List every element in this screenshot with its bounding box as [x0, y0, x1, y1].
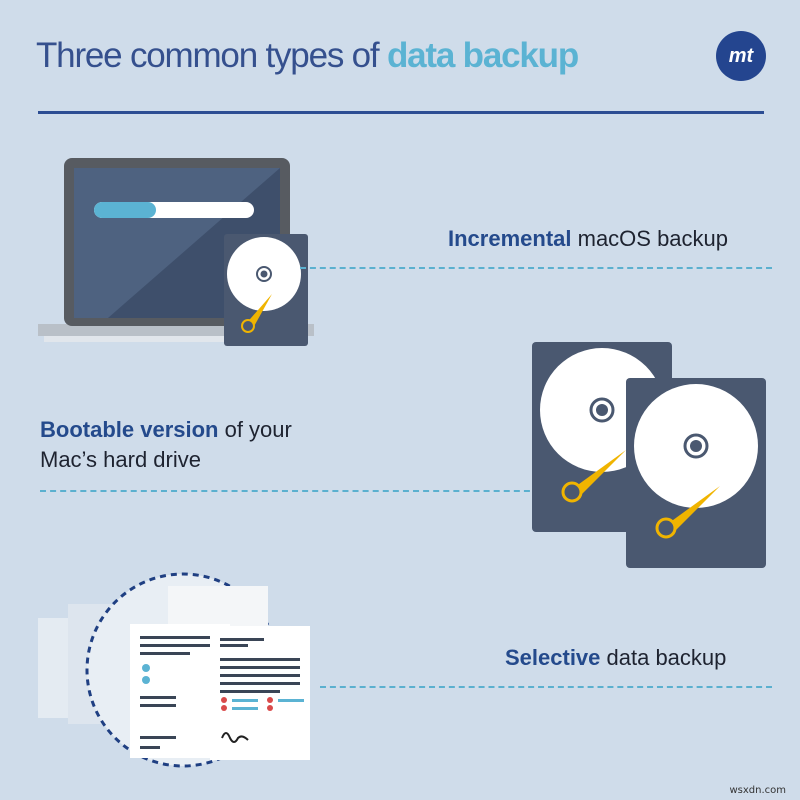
documents-illustration — [38, 572, 310, 768]
page-title: Three common types of data backup — [36, 36, 579, 75]
watermark: wsxdn.com — [729, 785, 786, 796]
item-incremental-label: Incremental macOS backup — [448, 226, 729, 251]
connector-line — [40, 490, 540, 492]
connector-line — [320, 686, 772, 688]
laptop-with-hard-drive-illustration — [38, 158, 314, 346]
title-divider — [38, 111, 764, 114]
connector-line — [300, 267, 772, 269]
hard-drive-icon — [224, 234, 308, 346]
brand-logo: mt — [716, 31, 766, 81]
hard-drive-icon — [626, 378, 766, 568]
two-hard-drives-illustration — [532, 342, 766, 568]
item-selective-label: Selective data backup — [505, 645, 727, 670]
